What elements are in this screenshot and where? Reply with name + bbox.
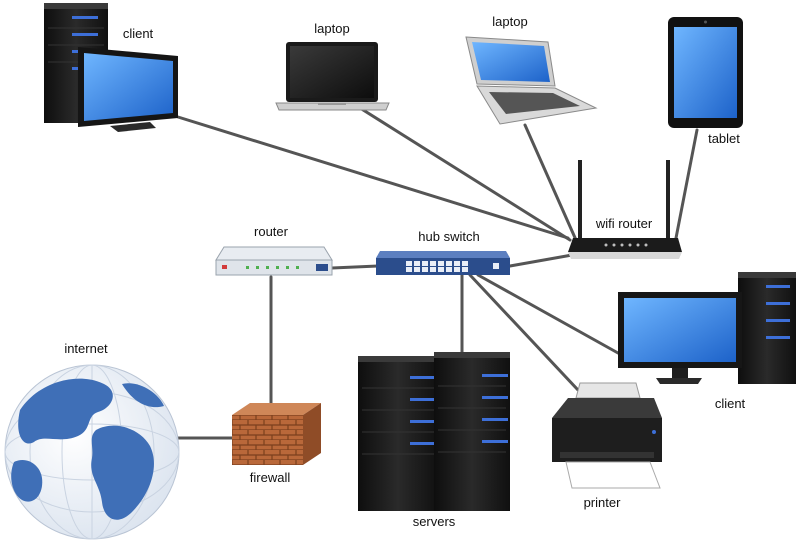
client-right-label: client (714, 396, 746, 411)
wifi-router-label: wifi router (595, 216, 653, 231)
tablet-label: tablet (708, 131, 740, 146)
cable-switch-client (476, 273, 620, 355)
laptop-1-label: laptop (314, 21, 350, 36)
monitor-icon (78, 47, 178, 132)
client-top-device (44, 3, 178, 132)
cable-laptop-2 (523, 123, 578, 242)
hub-switch-device (376, 251, 510, 275)
client-top-label: client (122, 26, 154, 41)
printer-icon (552, 382, 662, 489)
wifi-router-device (568, 160, 682, 259)
tablet-device (668, 17, 743, 128)
tablet-icon (668, 17, 743, 128)
laptop-2-label: laptop (492, 14, 528, 29)
internet-label: internet (64, 341, 108, 356)
firewall-label: firewall (249, 470, 291, 485)
laptop-1-device (275, 42, 390, 111)
cable-router-switch (330, 264, 380, 270)
cable-client-top (176, 115, 570, 240)
laptop-icon (465, 36, 598, 125)
globe-icon (4, 364, 180, 540)
tower-icon (738, 272, 796, 384)
router-device (215, 246, 333, 276)
cable-switch-wifi (508, 253, 574, 268)
hub-switch-label: hub switch (418, 229, 480, 244)
printer-label: printer (583, 495, 621, 510)
servers-label: servers (412, 514, 456, 529)
printer-device (552, 382, 662, 489)
server-icon (434, 352, 510, 511)
servers-device (358, 352, 510, 511)
switch-icon (376, 251, 510, 275)
internet-device (4, 364, 180, 540)
cables (176, 106, 699, 440)
cable-tablet (674, 128, 699, 240)
client-right-device (618, 272, 796, 384)
cable-laptop-1 (358, 106, 572, 242)
firewall-icon (232, 403, 321, 465)
laptop-icon (275, 42, 390, 111)
router-icon (215, 246, 333, 276)
laptop-2-device (465, 36, 598, 125)
firewall-device (232, 403, 321, 465)
server-icon (358, 356, 438, 511)
monitor-icon (618, 292, 742, 384)
cable-switch-printer (468, 273, 580, 392)
wifi-router-icon (568, 160, 682, 259)
router-label: router (254, 224, 288, 239)
